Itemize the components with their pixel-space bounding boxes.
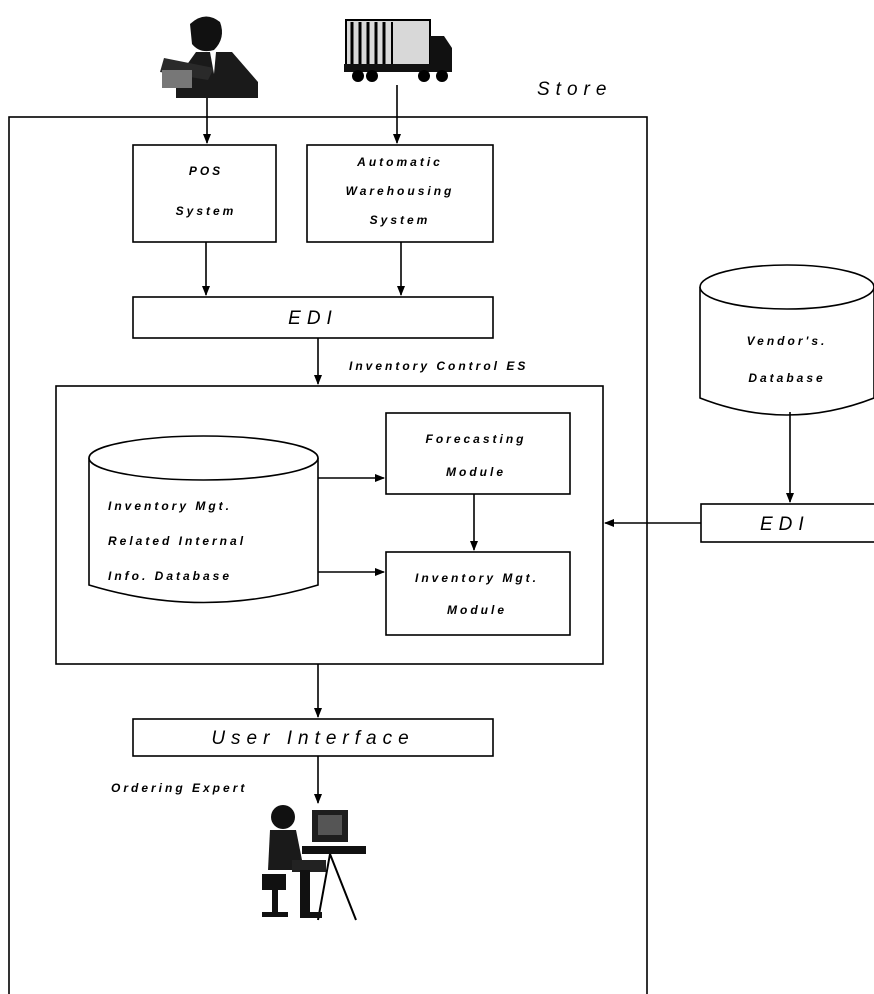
edi-right-label: EDI [760,514,810,535]
user-interface-label: User Interface [211,728,414,749]
truck-icon [344,19,452,82]
internal-db-label-1: Inventory Mgt. [108,499,232,513]
inventory-module-label-1: Inventory Mgt. [415,571,539,585]
inventory-module-label-2: Module [447,603,507,617]
salesperson-icon [160,16,258,98]
internal-db-label-3: Info. Database [108,569,232,583]
inventory-control-es-label: Inventory Control ES [349,359,528,373]
pos-system-box [132,144,277,243]
internal-database-cylinder [88,435,319,604]
internal-db-label-2: Related Internal [108,534,246,548]
warehousing-label-1: Automatic [356,155,443,169]
edi-top-label: EDI [288,308,338,329]
edi-box-top [132,296,494,339]
forecasting-label-1: Forecasting [425,432,526,446]
computer-operator-icon [262,805,366,921]
forecasting-label-2: Module [446,465,506,479]
edi-box-right [700,503,874,543]
vendor-db-label-1: Vendor's. [747,334,828,348]
warehousing-system-box [306,144,494,243]
pos-system-label-2: System [176,204,237,218]
ordering-expert-label: Ordering Expert [111,781,247,795]
forecasting-module-box [385,412,571,495]
inventory-module-box [385,551,571,636]
vendor-db-label-2: Database [748,371,825,385]
warehousing-label-3: System [370,213,431,227]
pos-system-label-1: POS [189,164,223,178]
store-label: Store [537,79,612,100]
warehousing-label-2: Warehousing [346,184,455,198]
vendor-database-cylinder [699,264,874,416]
user-interface-box [132,718,494,757]
